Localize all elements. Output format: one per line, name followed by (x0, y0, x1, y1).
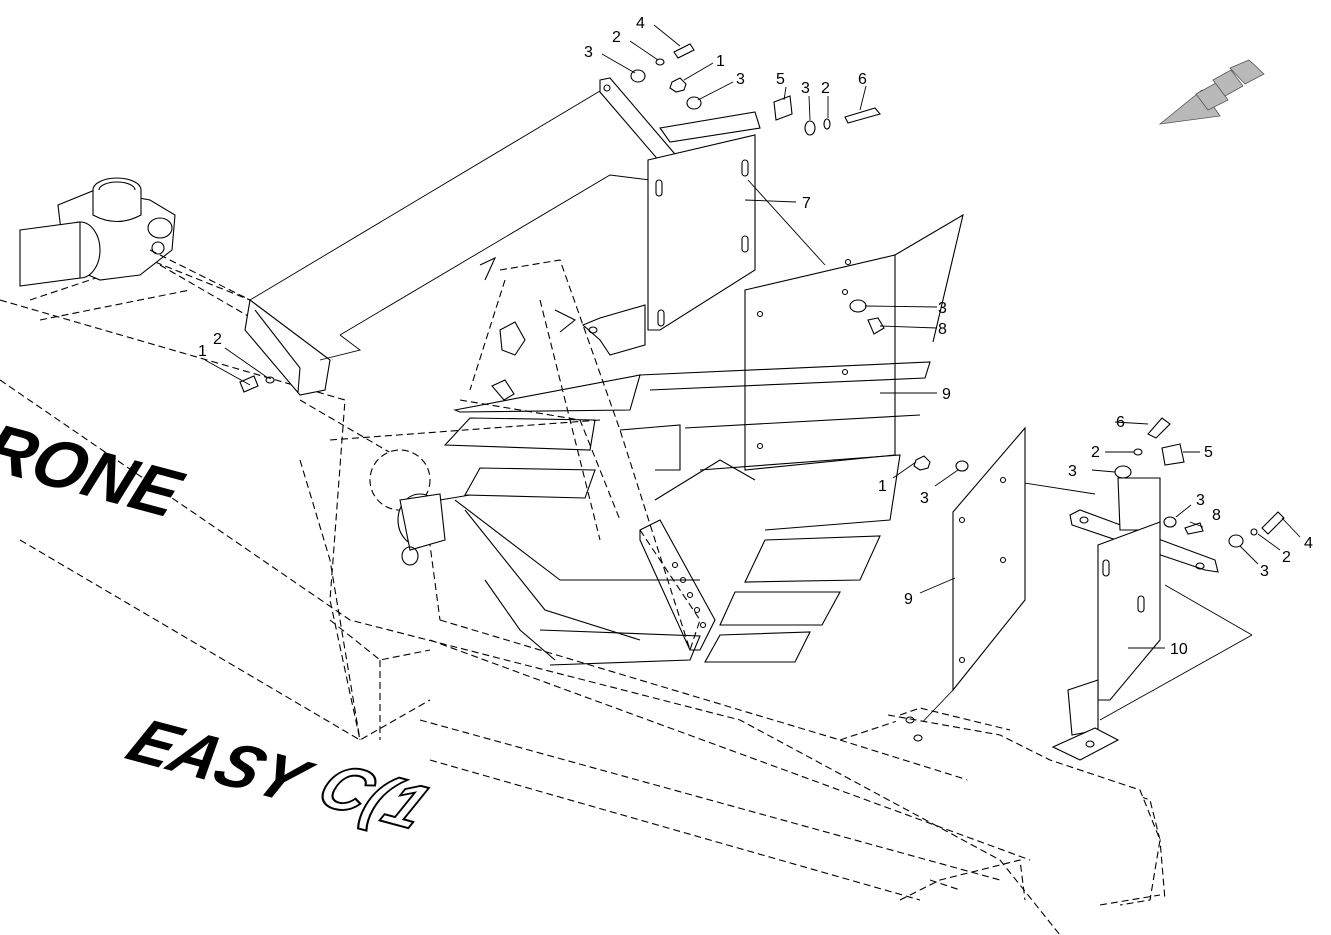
callout-5-right: 5 (1204, 444, 1213, 461)
callout-2-left: 2 (213, 331, 222, 348)
chevron-guard-outlines (443, 361, 931, 666)
gearbox-assembly (19, 177, 331, 381)
callout-3-right3: 3 (1196, 492, 1205, 509)
callout-1-right: 1 (878, 478, 887, 495)
linkage-arm (204, 299, 331, 396)
callout-4-right: 4 (1304, 535, 1313, 552)
panel-lower-part-9 (914, 426, 1026, 731)
callout-7: 7 (802, 195, 811, 212)
callout-2-right: 2 (1091, 444, 1100, 461)
callout-6-right: 6 (1116, 414, 1125, 431)
callout-1-top: 1 (716, 53, 725, 70)
guide-line-low (319, 334, 362, 361)
hub-assembly (369, 449, 471, 566)
panel-upper-part-9 (744, 213, 964, 471)
callout-6-top: 6 (858, 71, 867, 88)
callout-3-right2: 3 (920, 490, 929, 507)
guide-line-mid (339, 174, 651, 336)
lower-right-beam (887, 707, 1161, 906)
callout-10: 10 (1170, 641, 1188, 658)
callout-9-upper: 9 (942, 386, 951, 403)
top-hardware (630, 43, 881, 136)
brand-cut-fragment: C(1 (306, 750, 442, 841)
callout-8-panel: 8 (938, 321, 947, 338)
callout-2-top: 2 (612, 29, 621, 46)
callout-1-left: 1 (198, 343, 207, 360)
callout-3-right4: 3 (1260, 563, 1269, 580)
callout-9-lower: 9 (904, 591, 913, 608)
right-bracket-part-10 (1004, 477, 1253, 761)
inner-bracket (479, 256, 716, 651)
upper-bracket-part-7 (581, 77, 826, 356)
direction-arrow-icon (1158, 59, 1265, 125)
callout-4-top: 4 (636, 15, 645, 32)
callout-leaders (601, 24, 1301, 649)
brand-rone: RONE (0, 410, 193, 533)
callout-3-topright: 3 (801, 80, 810, 97)
callout-2-right2: 2 (1282, 549, 1291, 566)
callout-2-topright: 2 (821, 80, 830, 97)
callout-3-topleft: 3 (584, 44, 593, 61)
callout-labels: 4 2 3 1 3 5 3 2 6 7 3 8 9 1 2 6 2 5 3 1 … (198, 15, 1313, 658)
callout-5-top: 5 (776, 71, 785, 88)
callout-3-topmid: 3 (736, 71, 745, 88)
callout-3-right: 3 (1068, 463, 1077, 480)
guide-line-top (249, 87, 606, 301)
brand-easy: EASY (116, 705, 326, 816)
callout-8-right: 8 (1212, 507, 1221, 524)
callout-3-panel: 3 (938, 300, 947, 317)
